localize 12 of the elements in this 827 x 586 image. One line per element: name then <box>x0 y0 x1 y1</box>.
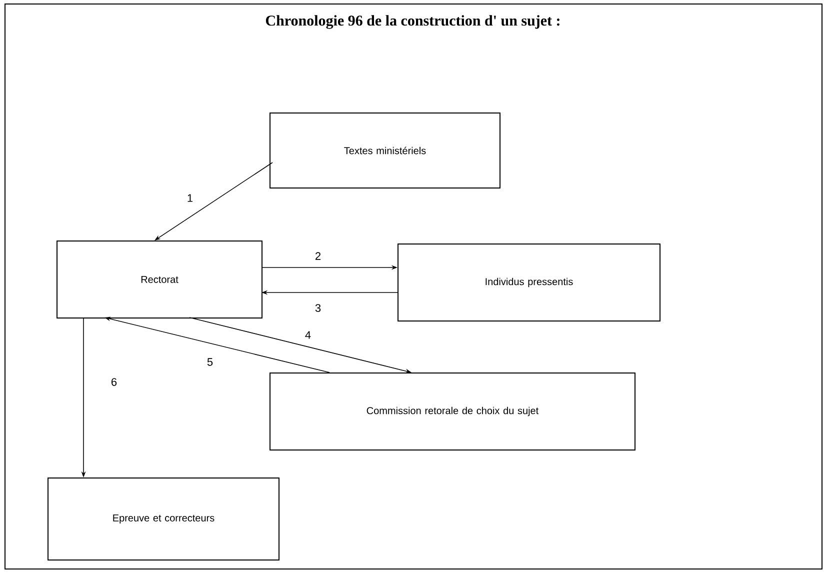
process-box: Textes ministériels <box>270 112 500 188</box>
process-box: Epreuve et correcteurs <box>48 477 280 560</box>
edge-label: 3 <box>314 303 322 313</box>
title: Chronologie 96 de la construction d' un sujet : <box>266 15 560 29</box>
edge-label: 6 <box>110 377 118 387</box>
process-box: Rectorat <box>56 240 262 318</box>
process-box: Commission retorale de choix du sujet <box>270 372 636 450</box>
edge-label: 2 <box>314 251 322 261</box>
edge-label: 4 <box>304 330 312 340</box>
edge-label: 1 <box>186 193 194 203</box>
process-box: Individus pressentis <box>398 243 660 322</box>
edge-label: 5 <box>206 357 214 367</box>
